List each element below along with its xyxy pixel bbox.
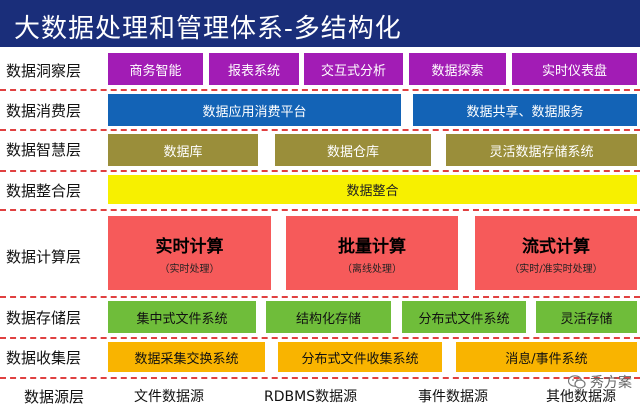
collect-box-message: 消息/事件系统 — [456, 342, 637, 372]
wisdom-box-flexible: 灵活数据存储系统 — [446, 134, 637, 166]
consume-box-share: 数据共享、数据服务 — [413, 94, 637, 126]
compute-box-stream: 流式计算 （实时/准实时处理） — [475, 216, 637, 290]
source-event: 事件数据源 — [418, 389, 488, 405]
layer-divider — [0, 377, 640, 379]
insight-box-report: 报表系统 — [209, 53, 299, 85]
insight-box-explore: 数据探索 — [409, 53, 506, 85]
layer-label-storage: 数据存储层 — [6, 309, 82, 327]
layer-divider — [0, 129, 640, 131]
wechat-icon — [568, 375, 586, 389]
wisdom-box-db: 数据库 — [108, 134, 258, 166]
layer-divider — [0, 170, 640, 172]
compute-title: 批量计算 — [338, 236, 406, 257]
source-file: 文件数据源 — [134, 389, 204, 405]
wisdom-box-warehouse: 数据仓库 — [275, 134, 431, 166]
title-bar: 大数据处理和管理体系-多结构化 — [0, 0, 640, 47]
layer-divider — [0, 296, 640, 298]
storage-box-distributed: 分布式文件系统 — [402, 301, 526, 333]
compute-box-realtime: 实时计算 （实时处理） — [108, 216, 271, 290]
layer-label-source: 数据源层 — [24, 388, 85, 406]
layer-label-insight: 数据洞察层 — [6, 62, 82, 80]
insight-box-bi: 商务智能 — [108, 53, 203, 85]
insight-box-dashboard: 实时仪表盘 — [512, 53, 637, 85]
layer-label-consume: 数据消费层 — [6, 102, 82, 120]
compute-title: 实时计算 — [155, 236, 224, 257]
storage-box-structured: 结构化存储 — [266, 301, 391, 333]
page-title: 大数据处理和管理体系-多结构化 — [14, 14, 402, 44]
watermark: 秀方案 — [568, 372, 632, 392]
layer-divider — [0, 337, 640, 339]
integrate-box: 数据整合 — [108, 175, 637, 204]
layer-divider — [0, 89, 640, 91]
storage-box-central: 集中式文件系统 — [108, 301, 256, 333]
insight-box-interactive: 交互式分析 — [304, 53, 403, 85]
collect-box-exchange: 数据采集交换系统 — [108, 342, 265, 372]
layer-label-wisdom: 数据智慧层 — [6, 141, 82, 159]
compute-subtitle: （离线处理） — [342, 263, 402, 275]
compute-title: 流式计算 — [522, 236, 590, 257]
layer-label-compute: 数据计算层 — [6, 248, 82, 266]
watermark-text: 秀方案 — [590, 375, 632, 391]
source-rdbms: RDBMS数据源 — [264, 389, 358, 405]
layer-divider — [0, 209, 640, 211]
source-other: 其他数据源 — [546, 389, 616, 405]
compute-subtitle: （实时/准实时处理） — [509, 263, 603, 275]
compute-subtitle: （实时处理） — [159, 263, 220, 275]
collect-box-filecollect: 分布式文件收集系统 — [278, 342, 442, 372]
layer-label-integrate: 数据整合层 — [6, 182, 82, 200]
consume-box-platform: 数据应用消费平台 — [108, 94, 401, 126]
compute-box-batch: 批量计算 （离线处理） — [286, 216, 458, 290]
layer-label-collect: 数据收集层 — [6, 349, 82, 367]
storage-box-flexible: 灵活存储 — [536, 301, 637, 333]
